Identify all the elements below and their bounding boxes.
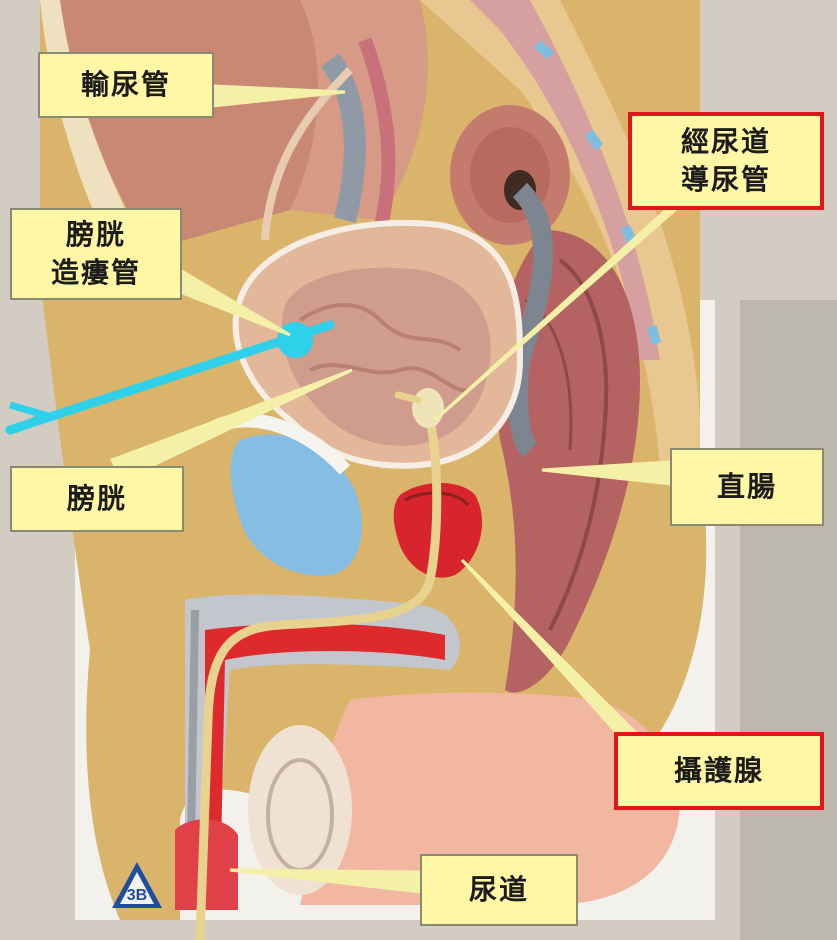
- label-rectum: 直腸: [670, 448, 824, 526]
- leader-lines: [109, 84, 716, 894]
- label-bladder-catheter-text: 膀胱 造瘻管: [50, 218, 141, 289]
- label-bladder: 膀胱: [10, 466, 184, 532]
- label-urethra-text: 尿道: [468, 873, 529, 906]
- label-prostate: 攝護腺: [614, 732, 824, 810]
- label-urethral-catheter-text: 經尿道 導尿管: [680, 125, 771, 196]
- label-ureter-text: 輸尿管: [80, 68, 171, 101]
- pubic-symphysis: [230, 434, 362, 576]
- label-prostate-text: 攝護腺: [673, 754, 764, 787]
- label-bladder-catheter: 膀胱 造瘻管: [10, 208, 182, 300]
- buttock-skin: [300, 692, 680, 905]
- label-bladder-text: 膀胱: [66, 482, 127, 515]
- label-urethral-catheter: 經尿道 導尿管: [628, 112, 824, 210]
- label-urethra: 尿道: [420, 854, 578, 926]
- logo-text: 3B: [127, 887, 147, 904]
- catheter-balloon: [412, 388, 444, 428]
- label-rectum-text: 直腸: [716, 470, 777, 503]
- suprapubic-catheter: [5, 320, 335, 435]
- label-ureter: 輸尿管: [38, 52, 214, 118]
- testis: [248, 725, 352, 895]
- 3b-logo-icon: 3B: [112, 862, 162, 908]
- urethral-catheter: [195, 415, 442, 940]
